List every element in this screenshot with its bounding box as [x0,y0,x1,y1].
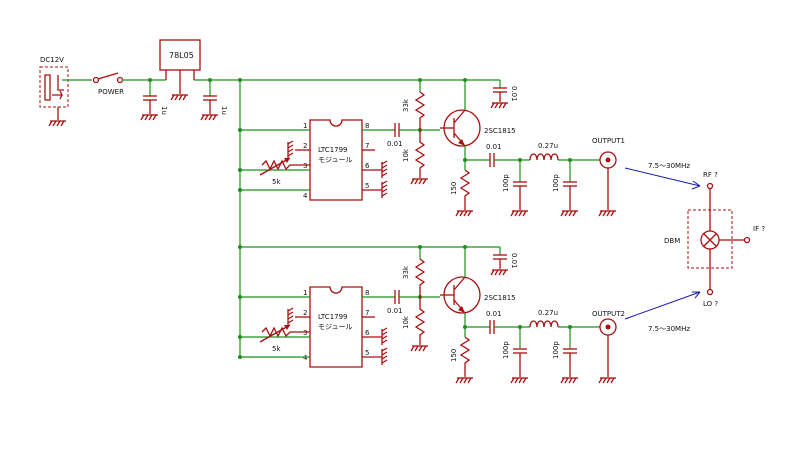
output-cap: 1u [194,78,500,121]
pin-8: 8 [365,289,369,297]
pin-5: 5 [365,349,369,357]
filter-cap-1: 100p [502,325,529,384]
output1-label: OUTPUT1 [592,137,625,145]
dc-jack: DC12V [39,56,92,127]
pin-1: 1 [303,289,307,297]
coupling-cap-label: 0.01 [387,307,403,315]
inductor: 0.27u [529,142,600,161]
bypass-cap-label: 0.01 [510,86,518,102]
dc-jack-label: DC12V [40,56,64,64]
output2-connector: OUTPUT2 [592,310,625,384]
pin-1: 1 [303,122,307,130]
freq2-label: 7.5～30MHz [648,325,690,333]
bypass-cap: 0.01 [490,80,518,109]
ic-module: LTC1799 モジュール 1 2 3 4 8 7 6 5 [238,119,388,201]
filter-c1-label: 100p [502,174,510,192]
emitter-resistor: 150 [450,313,474,384]
out-cap-label: 0.01 [486,143,502,151]
pin-3: 3 [303,329,307,337]
bias-resistors: 33k 10k [402,247,429,352]
ic-sub: モジュール [318,323,353,331]
bias-top-label: 33k [402,98,410,112]
bias-top-label: 33k [402,265,410,279]
freq1-label: 7.5～30MHz [648,162,690,170]
regulator: 78L05 [159,39,201,101]
transistor: 2SC1815 [440,80,516,147]
channel-1: LTC1799 モジュール 1 2 3 4 8 7 6 5 [238,80,625,217]
rf-port-label: RF ? [703,171,718,179]
filter-cap-1: 100p [502,158,529,217]
channel-2: LTC1799 モジュール 1 2 3 4 8 7 6 5 [238,245,625,384]
ic-name: LTC1799 [318,313,348,321]
pin-7: 7 [365,142,369,150]
input-cap-label: 1u [160,106,168,115]
ic-name: LTC1799 [318,146,348,154]
power-switch-label: POWER [98,88,124,96]
bias-resistors: 33k 10k [402,80,429,185]
pin-2: 2 [303,309,307,317]
pot-label: 5k [272,345,281,353]
output-coupling-cap: 0.01 [465,310,530,334]
dbm-label: DBM [664,237,680,245]
bypass-cap: 0.01 [490,247,518,276]
pin-6: 6 [365,162,370,170]
bias-bottom-label: 10k [402,148,410,162]
emitter-res-label: 150 [450,349,458,362]
filter-cap-2: 100p [552,325,579,384]
transistor-label: 2SC1815 [484,127,516,135]
output-coupling-cap: 0.01 [465,143,530,167]
power-section: DC12V POWER 1u 78L05 [39,39,500,358]
dbm-mixer: DBM RF ? LO ? IF ? [664,171,765,308]
signal-arrows: 7.5～30MHz 7.5～30MHz [624,162,701,333]
filter-cap-2: 100p [552,158,579,217]
pin-4: 4 [303,192,308,200]
transistor: 2SC1815 [440,247,516,314]
regulator-label: 78L05 [169,51,194,60]
inductor: 0.27u [529,309,600,328]
filter-c2-label: 100p [552,174,560,192]
filter-c1-label: 100p [502,341,510,359]
emitter-res-label: 150 [450,182,458,195]
coupling-cap: 0.01 [362,123,440,148]
ic-module: LTC1799 モジュール 1 2 3 4 8 7 6 5 [238,245,500,368]
input-cap: 1u [140,78,168,121]
transistor-label: 2SC1815 [484,294,516,302]
bypass-cap-label: 0.01 [510,253,518,269]
if-port-label: IF ? [753,225,765,233]
power-switch: POWER [92,72,166,96]
pin-8: 8 [365,122,369,130]
out-cap-label: 0.01 [486,310,502,318]
pot-label: 5k [272,178,281,186]
pin-3: 3 [303,162,307,170]
pin-4: 4 [303,354,308,362]
pin-6: 6 [365,329,370,337]
output1-connector: OUTPUT1 [592,137,625,217]
pin-2: 2 [303,142,307,150]
ic-sub: モジュール [318,156,353,164]
inductor-label: 0.27u [538,142,558,150]
pin-5: 5 [365,182,369,190]
emitter-resistor: 150 [450,146,474,217]
inductor-label: 0.27u [538,309,558,317]
trim-pot: 5k [259,324,310,353]
lo-port-label: LO ? [703,300,718,308]
coupling-cap: 0.01 [362,290,440,315]
output2-label: OUTPUT2 [592,310,625,318]
pin-7: 7 [365,309,369,317]
trim-pot: 5k [259,157,310,186]
output-cap-label: 1u [220,106,228,115]
bias-bottom-label: 10k [402,315,410,329]
filter-c2-label: 100p [552,341,560,359]
coupling-cap-label: 0.01 [387,140,403,148]
